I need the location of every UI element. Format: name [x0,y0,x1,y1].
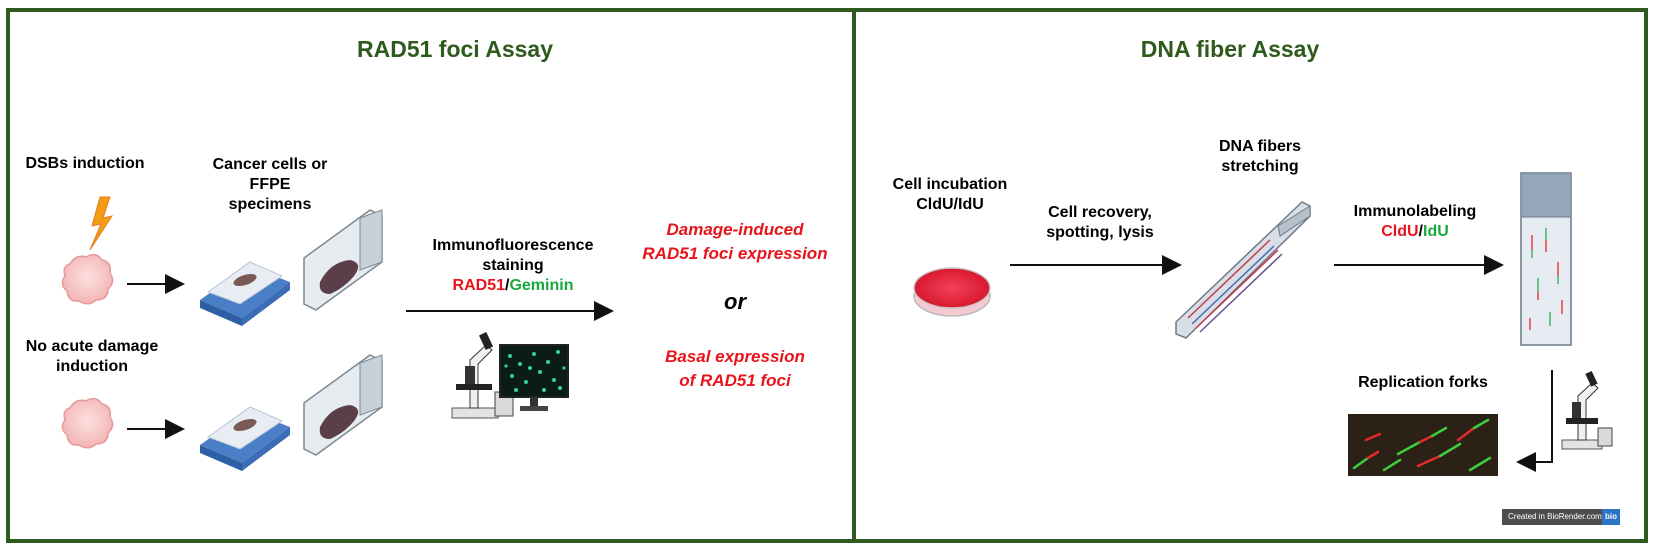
specimen-block-icon [200,406,290,471]
cancer-line1: Cancer cells or [212,156,328,173]
cancer-line2: FFPE [249,176,291,193]
dna-fiber-assay-title: DNA fiber Assay [1140,36,1320,62]
rad51-assay-title: RAD51 foci Assay [356,36,553,62]
fibers-line2: stretching [1221,158,1299,175]
stain-separator: / [505,277,510,294]
no-damage-line1: No acute damage [25,338,159,355]
tissue-slide-icon [303,354,383,456]
arrow [1516,370,1553,472]
replication-forks-label: Replication forks [1358,374,1488,391]
recovery-line2: spotting, lysis [1046,224,1154,241]
tumor-cell-icon [61,397,114,449]
biorender-logo-icon: bio [1602,509,1620,525]
cancer-cells-label: Cancer cells or FFPE specimens [200,155,340,215]
tumor-cell-icon [61,253,114,305]
biorender-watermark: Created in BioRender.com bio [1502,509,1620,525]
damage-induced-outcome: Damage-induced RAD51 foci expression [620,218,850,266]
immunolabeling-label: Immunolabeling CldU/IdU [1340,202,1490,242]
rad51-stain: RAD51 [452,277,505,294]
incubation-line2: CldU/IdU [916,196,984,213]
cldu-stain: CldU [1381,223,1419,240]
if-line2: staining [482,257,544,274]
specimen-block-icon [200,261,290,326]
replication-forks-image [1348,414,1498,476]
no-damage-label: No acute damage induction [14,337,170,377]
basal-expression-outcome: Basal expression of RAD51 foci [620,345,850,393]
recovery-line1: Cell recovery, [1048,204,1152,221]
dsb-induction-label: DSBs induction [25,155,145,172]
watermark-text: Created in BioRender.com [1508,512,1602,521]
immunofluorescence-label: Immunofluorescence staining RAD51/Gemini… [420,236,606,296]
outcome2-line1: Basal expression [665,347,805,366]
geminin-stain: Geminin [509,277,574,294]
fiber-slide-icon [1175,201,1311,339]
tissue-slide-icon [303,209,383,311]
cell-incubation-label: Cell incubation CldU/IdU [880,175,1020,215]
dna-fibers-label: DNA fibers stretching [1200,137,1320,177]
stain-separator: / [1418,223,1423,240]
petri-dish-icon [913,267,991,317]
cancer-line3: specimens [228,196,312,213]
immuno-stain-line: CldU/IdU [1340,222,1490,242]
idu-stain: IdU [1423,223,1449,240]
microscope-icon [1561,370,1613,450]
incubation-line1: Cell incubation [892,176,1008,193]
outcome2-line2: of RAD51 foci [679,371,791,390]
immuno-line1: Immunolabeling [1353,203,1477,220]
if-stain-line: RAD51/Geminin [420,276,606,296]
monitor-icon [499,344,569,411]
fibers-line1: DNA fibers [1218,138,1302,155]
outcome1-line1: Damage-induced [666,220,804,239]
if-line1: Immunofluorescence [432,237,594,254]
cell-recovery-label: Cell recovery, spotting, lysis [1030,203,1170,243]
outcome1-line2: RAD51 foci expression [642,244,828,263]
labeled-slide-icon [1520,172,1572,346]
rad51-assay-panel [6,8,856,543]
lightning-icon [89,196,114,251]
or-label: or [724,289,746,314]
no-damage-line2: induction [56,358,128,375]
